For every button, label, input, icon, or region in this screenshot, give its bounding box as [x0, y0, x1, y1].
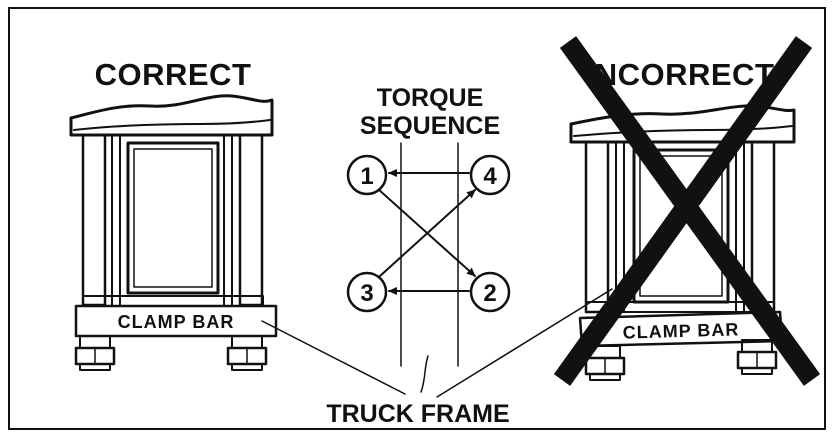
incorrect-assembly: CLAMP BAR	[569, 104, 796, 381]
bolt-3: 3	[346, 271, 388, 313]
arrow-1-to-2	[377, 188, 476, 277]
clamp-bar-label-left: CLAMP BAR	[118, 312, 235, 332]
bolt-1: 1	[346, 154, 388, 196]
torque-sequence-diagram: 1 4 3 2	[346, 142, 511, 367]
diagram-border	[8, 7, 826, 430]
arrow-3-to-4	[379, 189, 476, 277]
cross-out-x-icon	[553, 36, 821, 386]
correct-assembly: CLAMP BAR	[69, 94, 278, 371]
svg-text:2: 2	[483, 280, 496, 307]
svg-text:3: 3	[360, 280, 373, 307]
correct-label: CORRECT	[95, 57, 252, 92]
bolt-2: 2	[469, 271, 511, 313]
nut-left-1	[74, 335, 116, 371]
bolt-4: 4	[469, 154, 511, 196]
leader-line-center	[420, 355, 429, 393]
torque-label-line2: SEQUENCE	[360, 112, 500, 140]
svg-text:4: 4	[483, 163, 497, 190]
nut-right-2	[736, 339, 778, 375]
nut-left-2	[226, 335, 268, 371]
torque-label-line1: TORQUE	[377, 84, 484, 112]
truck-frame-label: TRUCK FRAME	[326, 400, 509, 428]
clamp-bar-label-right: CLAMP BAR	[622, 319, 739, 342]
incorrect-label: INCORRECT	[586, 57, 775, 92]
leader-line-left	[261, 320, 406, 395]
leader-line-right	[436, 288, 613, 398]
svg-text:1: 1	[360, 163, 373, 190]
